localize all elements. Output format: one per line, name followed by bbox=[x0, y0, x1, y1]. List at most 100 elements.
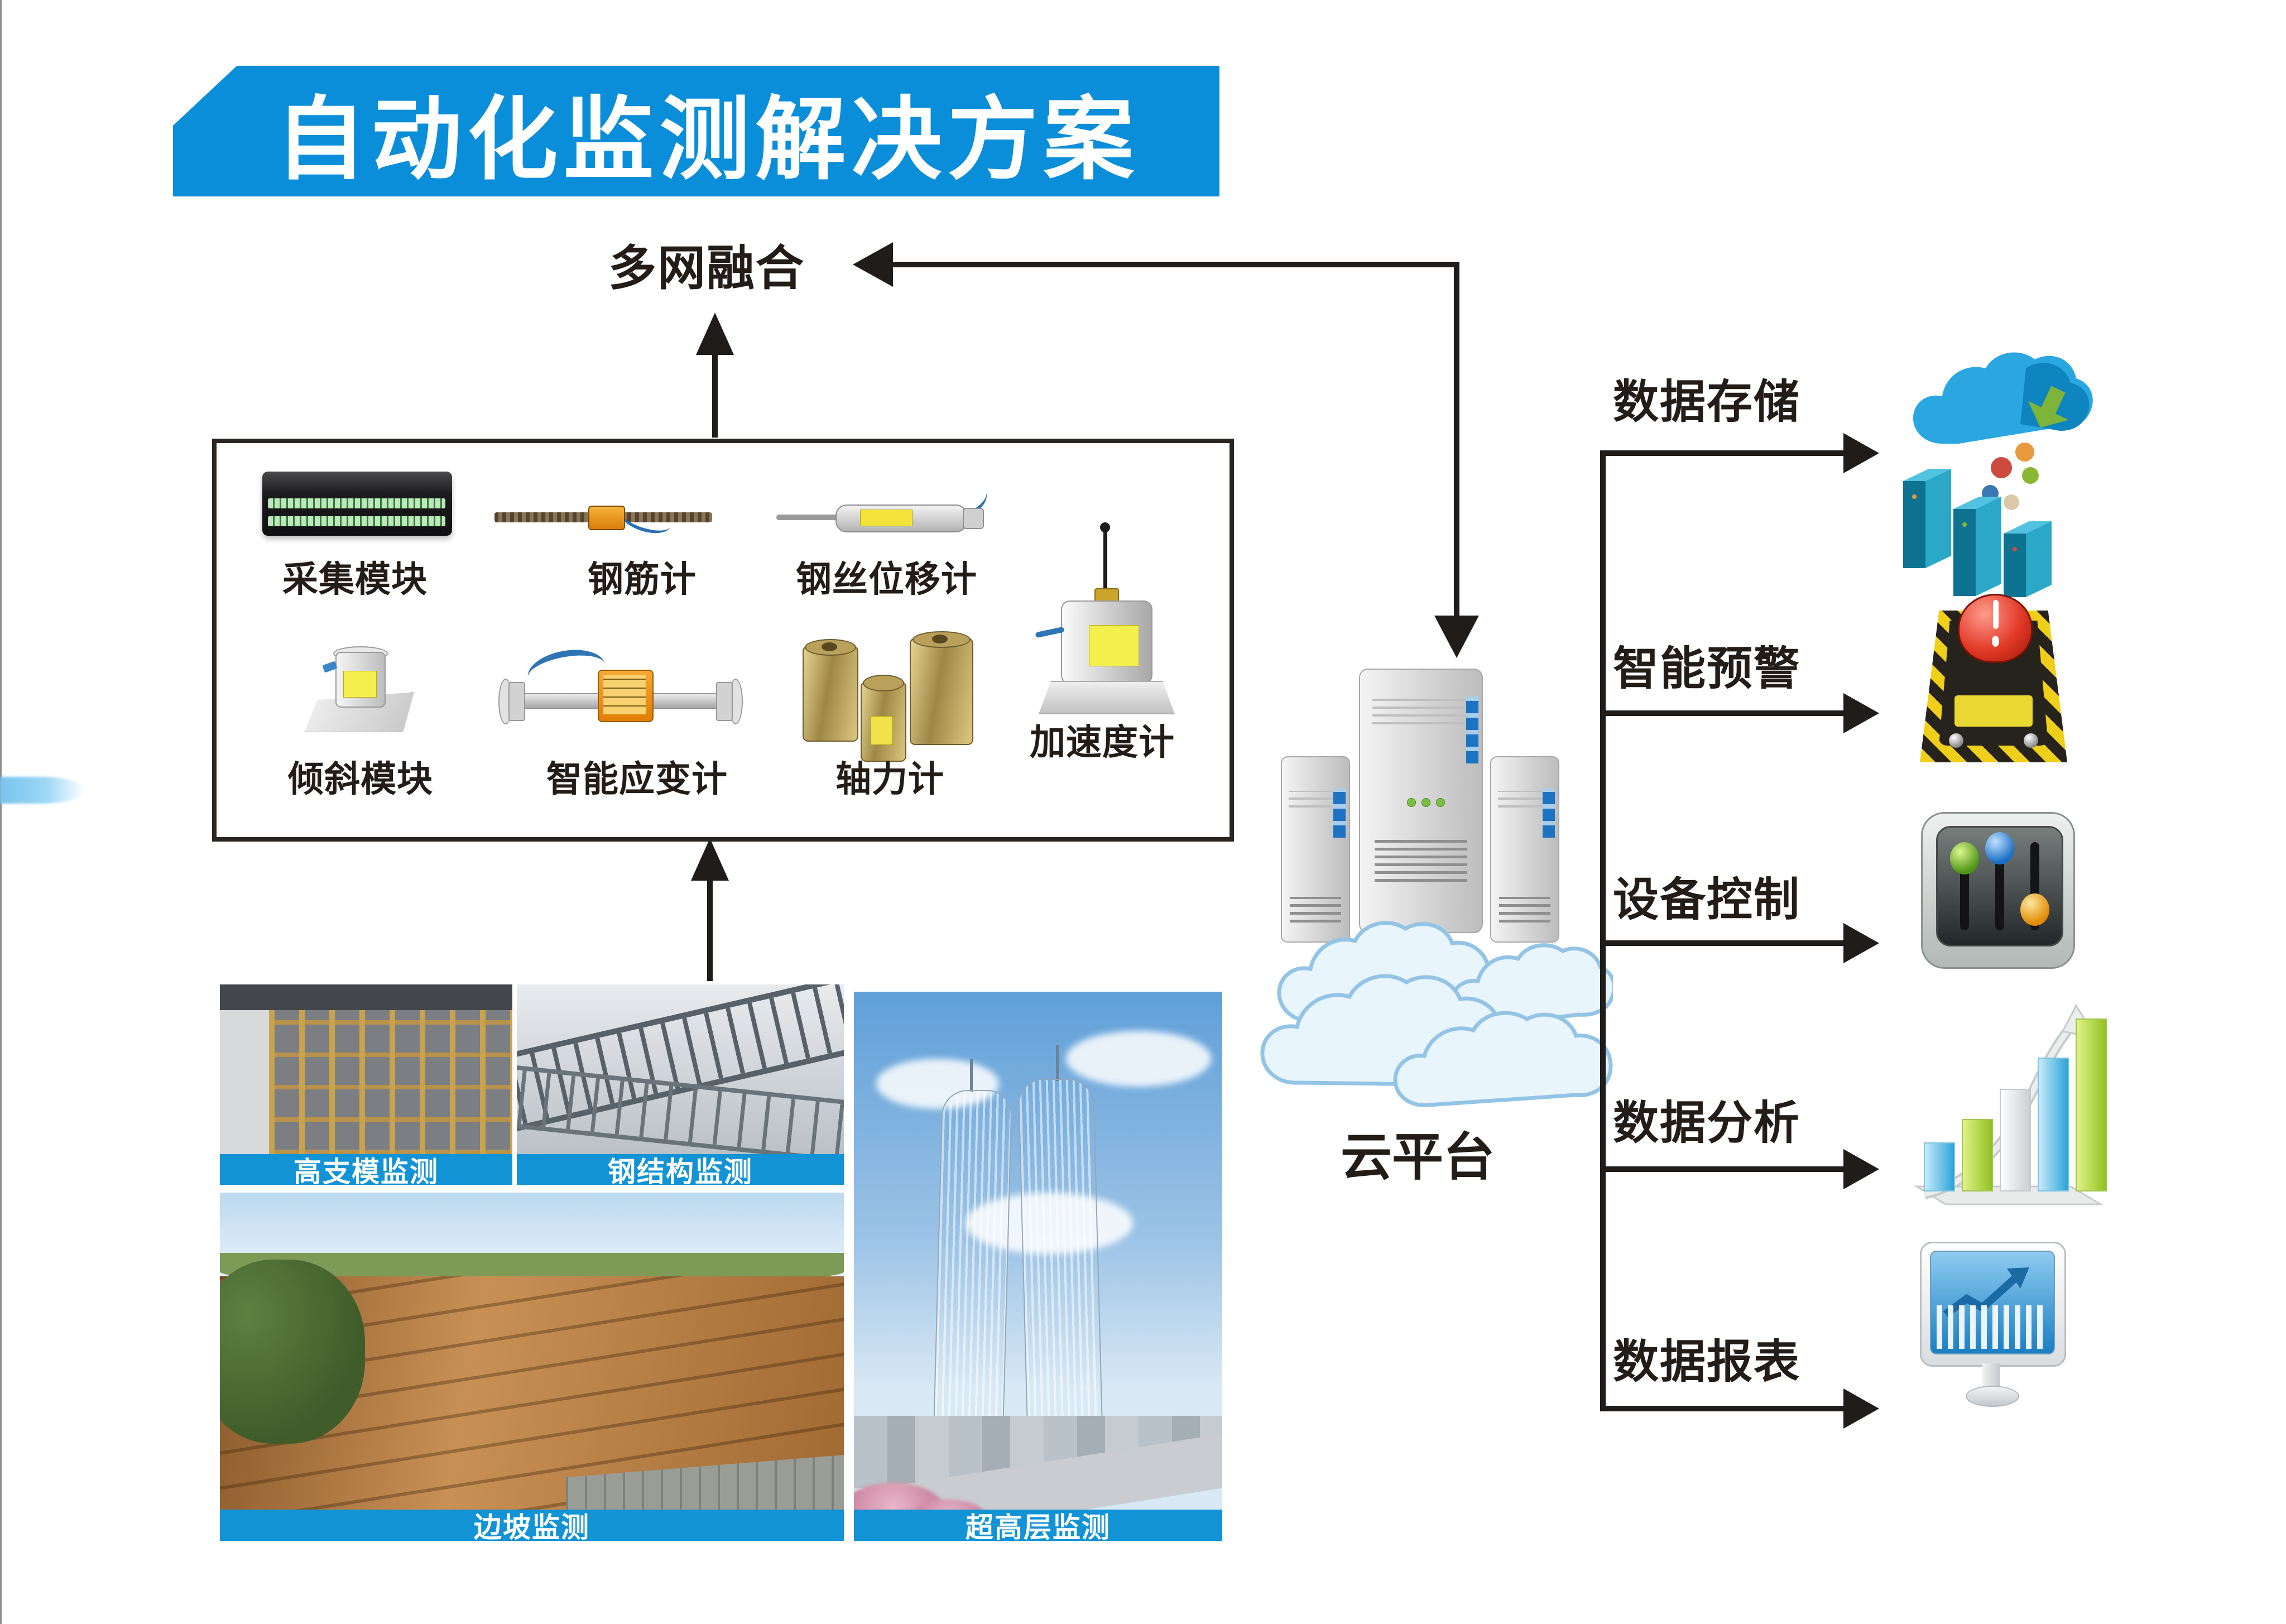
monitor-base bbox=[1966, 1386, 2019, 1407]
photo-caption: 超高层监测 bbox=[854, 1510, 1222, 1541]
rebar-gauge-image bbox=[494, 497, 712, 539]
tilt-module-image bbox=[304, 646, 414, 732]
sensor-label-rebar: 钢筋计 bbox=[588, 559, 697, 599]
arrow-right-icon bbox=[1843, 1388, 1879, 1429]
exclamation-dot bbox=[1992, 636, 1999, 647]
axial-force-gauges-image bbox=[803, 631, 987, 762]
branch-line-warning bbox=[1606, 710, 1845, 716]
gauge-label-sticker bbox=[1089, 625, 1139, 666]
screen-bars bbox=[1937, 1305, 2048, 1349]
output-label-analysis: 数据分析 bbox=[1613, 1098, 1801, 1149]
sensor-label-wire-displacement: 钢丝位移计 bbox=[796, 559, 977, 599]
branch-line-control bbox=[1606, 940, 1845, 946]
gauge-coupler bbox=[588, 506, 625, 530]
bolt bbox=[2024, 733, 2038, 748]
connector-box-to-network bbox=[712, 353, 718, 438]
output-label-warning: 智能预警 bbox=[1613, 643, 1801, 694]
led bbox=[1407, 798, 1416, 807]
photo-detail bbox=[220, 1260, 365, 1444]
wire-displacement-gauge-image bbox=[776, 481, 992, 535]
server-vents bbox=[1290, 897, 1341, 922]
network-fusion-label: 多网融合 bbox=[608, 242, 805, 295]
sensor-label-accelerometer: 加速度计 bbox=[1030, 722, 1175, 762]
photo-caption: 高支模监测 bbox=[220, 1154, 512, 1185]
server-tower-main bbox=[1359, 669, 1483, 933]
arrow-right-icon bbox=[1843, 1149, 1879, 1189]
data-logger-image bbox=[262, 472, 452, 536]
page-edge-line bbox=[0, 0, 2, 1624]
server-vents bbox=[1499, 897, 1550, 922]
cylinder-hole bbox=[822, 642, 837, 651]
photo-detail bbox=[1066, 1031, 1211, 1087]
force-gauge-cylinder bbox=[910, 638, 973, 745]
photo-detail bbox=[970, 1059, 973, 1092]
output-trunk-line bbox=[1600, 450, 1606, 1411]
cloud-platform-label: 云平台 bbox=[1341, 1129, 1495, 1186]
output-label-report: 数据报表 bbox=[1613, 1337, 1801, 1387]
branch-line-analysis bbox=[1606, 1166, 1845, 1172]
clouds-illustration bbox=[1260, 921, 1613, 1107]
photo-caption: 钢结构监测 bbox=[517, 1154, 844, 1185]
sensor-label-axial-force: 轴力计 bbox=[835, 759, 944, 799]
gauge-rod bbox=[776, 515, 839, 520]
slider-knob-green bbox=[1950, 842, 1979, 875]
gauge-label-sticker bbox=[871, 716, 893, 745]
photo-high-formwork: 高支模监测 bbox=[220, 984, 512, 1185]
mounting-base bbox=[1039, 681, 1175, 714]
flange bbox=[716, 682, 733, 721]
server-tower-small bbox=[1490, 756, 1559, 943]
server-accent bbox=[1466, 696, 1478, 763]
terminal-strip bbox=[268, 516, 445, 526]
photo-detail bbox=[220, 984, 512, 1010]
bolt bbox=[1949, 733, 1963, 748]
arrow-left-icon bbox=[853, 242, 893, 287]
photo-detail bbox=[1056, 1045, 1059, 1081]
slider-panel bbox=[1936, 826, 2063, 946]
warning-plate bbox=[1954, 695, 2033, 727]
server-accent bbox=[1543, 789, 1555, 838]
decorative-swoosh bbox=[0, 777, 85, 804]
photo-detail bbox=[269, 1010, 512, 1154]
gauge-label-sticker bbox=[860, 510, 913, 526]
alarm-button-icon bbox=[1920, 594, 2067, 763]
sensor-label-strain: 智能应变计 bbox=[546, 759, 728, 799]
red-alarm-button bbox=[1958, 594, 2033, 663]
photo-detail bbox=[1017, 1079, 1103, 1435]
cylinder-hole bbox=[932, 635, 948, 643]
accelerometer-image bbox=[1035, 522, 1175, 715]
strain-gauge-image bbox=[498, 644, 743, 731]
sensor-wire bbox=[1035, 626, 1065, 638]
sensor-label-collector: 采集模块 bbox=[282, 559, 428, 599]
control-sliders-icon bbox=[1921, 812, 2075, 969]
force-gauge-cylinder bbox=[803, 646, 858, 742]
gauge-label-sticker bbox=[343, 671, 377, 698]
server-tower-small bbox=[1281, 756, 1350, 943]
exclamation-mark bbox=[1993, 600, 1999, 629]
photo-steel-structure: 钢结构监测 bbox=[517, 984, 844, 1185]
sensor-cylinder bbox=[1061, 600, 1152, 684]
bar-chart-growth-icon bbox=[1913, 1003, 2107, 1205]
photo-caption: 边坡监测 bbox=[220, 1510, 844, 1541]
antenna-tip bbox=[1100, 522, 1110, 532]
monitor-screen bbox=[1930, 1251, 2055, 1354]
cylinder-top bbox=[863, 675, 904, 691]
photo-slope: 边坡监测 bbox=[220, 1193, 844, 1541]
connector-photos-to-box bbox=[707, 878, 713, 981]
slider-knob-blue bbox=[1985, 832, 2014, 864]
report-monitor-icon bbox=[1920, 1242, 2066, 1409]
arrow-up-icon bbox=[696, 313, 734, 355]
gauge-cap bbox=[963, 508, 984, 529]
arrow-up-icon bbox=[691, 838, 729, 881]
title-banner: 自动化监测解决方案 bbox=[173, 66, 1219, 196]
output-label-control: 设备控制 bbox=[1613, 875, 1801, 925]
sensor-label-tilt: 倾斜模块 bbox=[288, 759, 433, 799]
photo-detail bbox=[220, 1010, 269, 1154]
arrow-right-icon bbox=[1843, 923, 1879, 963]
cloud-storage-icon bbox=[1903, 352, 2093, 597]
arrow-right-icon bbox=[1843, 433, 1879, 473]
gauge-label-sticker bbox=[603, 675, 646, 714]
branch-line-report bbox=[1606, 1406, 1845, 1411]
arrow-right-icon bbox=[1843, 693, 1879, 733]
connector-cloud-to-network-h bbox=[891, 262, 1459, 267]
cloud-platform: 云平台 bbox=[1245, 647, 1613, 1211]
